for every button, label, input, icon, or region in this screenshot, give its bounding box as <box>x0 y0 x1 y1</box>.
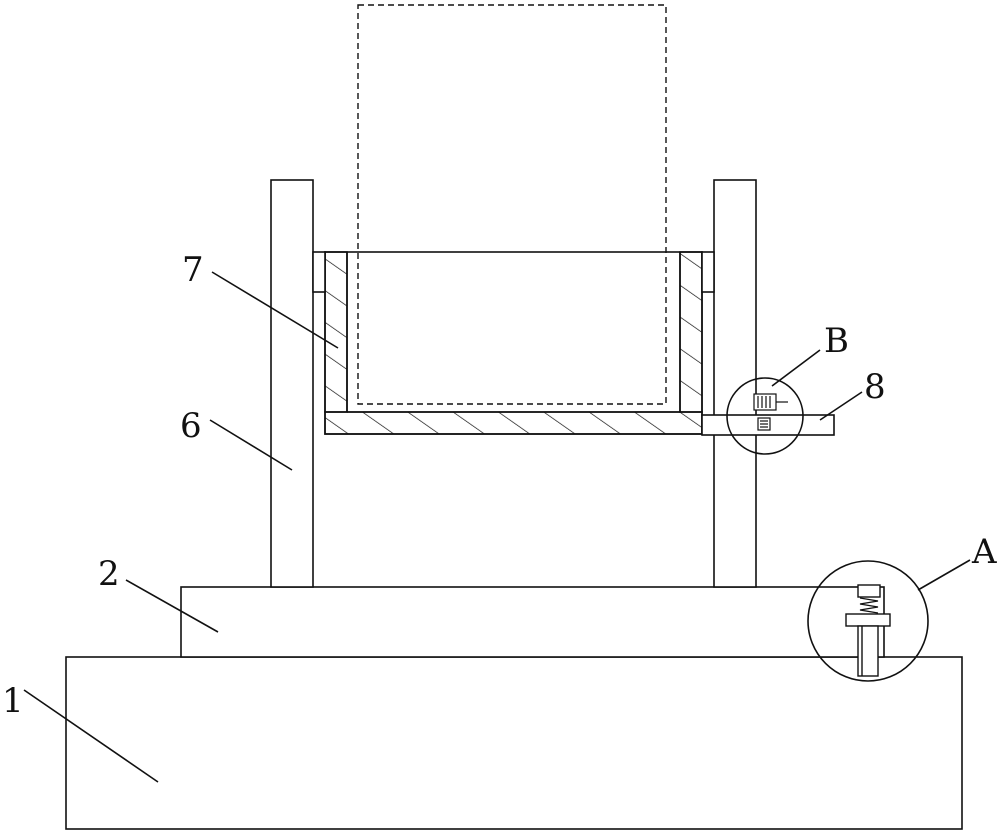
label-base: 1 <box>2 681 24 721</box>
left-column <box>270 179 314 588</box>
leader-line-8 <box>819 391 863 421</box>
label-platform: 2 <box>98 554 120 594</box>
detail-a-circle <box>807 560 929 682</box>
base-block <box>65 656 963 830</box>
container-holder <box>312 251 715 435</box>
leader-line-7 <box>211 271 339 349</box>
platform-block <box>180 586 885 658</box>
label-column: 6 <box>180 406 202 446</box>
detail-b-circle <box>726 377 804 455</box>
leader-line-a <box>917 559 971 591</box>
leader-line-2 <box>125 579 219 633</box>
detail-b-spring <box>753 393 788 431</box>
leader-line-6 <box>209 419 293 471</box>
container-outline <box>357 4 667 405</box>
label-holder: 7 <box>182 250 204 290</box>
label-plate: 8 <box>864 367 886 407</box>
label-detail-b: B <box>824 321 849 361</box>
leader-line-1 <box>23 689 159 783</box>
leader-line-b <box>771 349 821 387</box>
label-detail-a: A <box>971 532 997 572</box>
detail-a-bolt <box>845 584 891 677</box>
right-column <box>713 179 757 588</box>
